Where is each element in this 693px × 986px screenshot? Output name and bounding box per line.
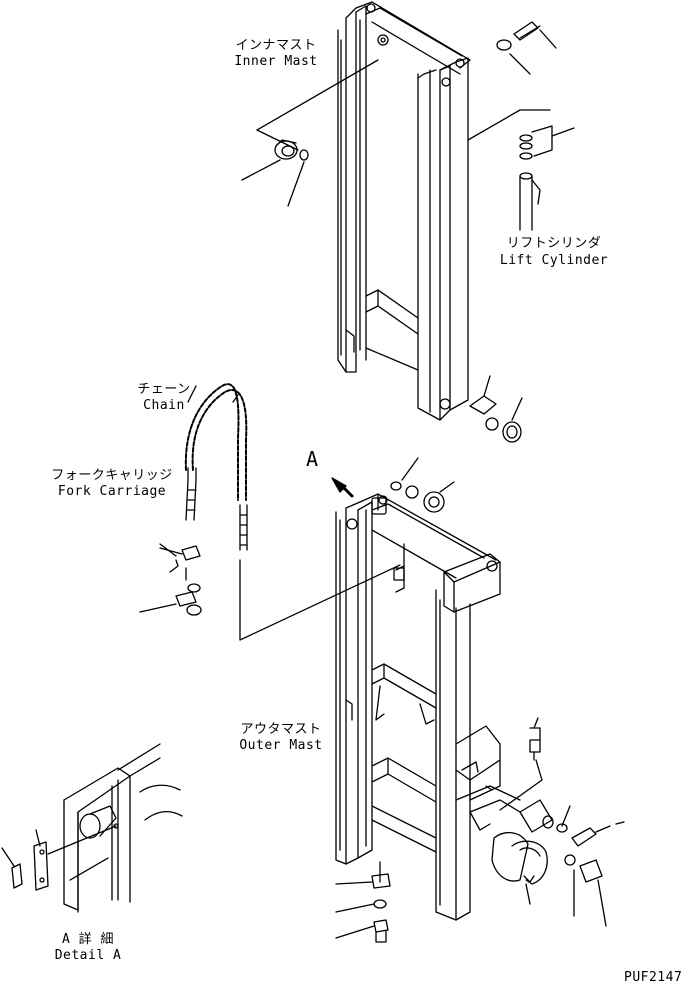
lift-cylinder-label-jp: リフトシリンダ <box>506 236 602 251</box>
lift-cylinder-label-en: Lift Cylinder <box>499 253 609 268</box>
label-leader-lines <box>159 543 177 557</box>
outer-mast-label-en: Outer Mast <box>239 738 323 753</box>
drawing-number: PUF2147 <box>624 970 683 985</box>
chain-drawing <box>184 383 401 641</box>
inner-mast-lower-washers <box>469 375 523 443</box>
inner-mast-roller-bearing <box>241 139 309 207</box>
detail-a-label-en: Detail A <box>54 948 122 963</box>
outer-mast-label-jp: アウタマスト <box>240 722 322 737</box>
outer-mast-bottom-parts <box>335 861 391 943</box>
fork-carriage-label-en: Fork Carriage <box>57 484 167 499</box>
fork-carriage-label-jp: フォークキャリッジ <box>51 468 173 483</box>
detail-a-drawing <box>1 743 183 913</box>
view-a-arrow <box>331 477 354 498</box>
outer-mast-drawing <box>335 493 521 921</box>
tilt-pin-and-bolts <box>499 717 625 927</box>
inner-mast-drawing <box>256 1 471 421</box>
tilt-bearing-cap <box>491 832 548 905</box>
outer-mast-top-washers <box>390 457 455 513</box>
chain-label-en: Chain <box>143 398 185 413</box>
chain-label-jp: チェーン <box>137 382 191 397</box>
inner-mast-label-jp: インナマスト <box>235 38 317 53</box>
chain-anchor-parts <box>139 545 202 616</box>
detail-a-label-jp: A 詳 細 <box>62 932 114 947</box>
inner-mast-label-en: Inner Mast <box>234 54 318 69</box>
lift-cylinder-drawing <box>467 109 575 231</box>
view-a-marker: A <box>306 447 319 471</box>
mast-top-bolt <box>496 21 557 75</box>
